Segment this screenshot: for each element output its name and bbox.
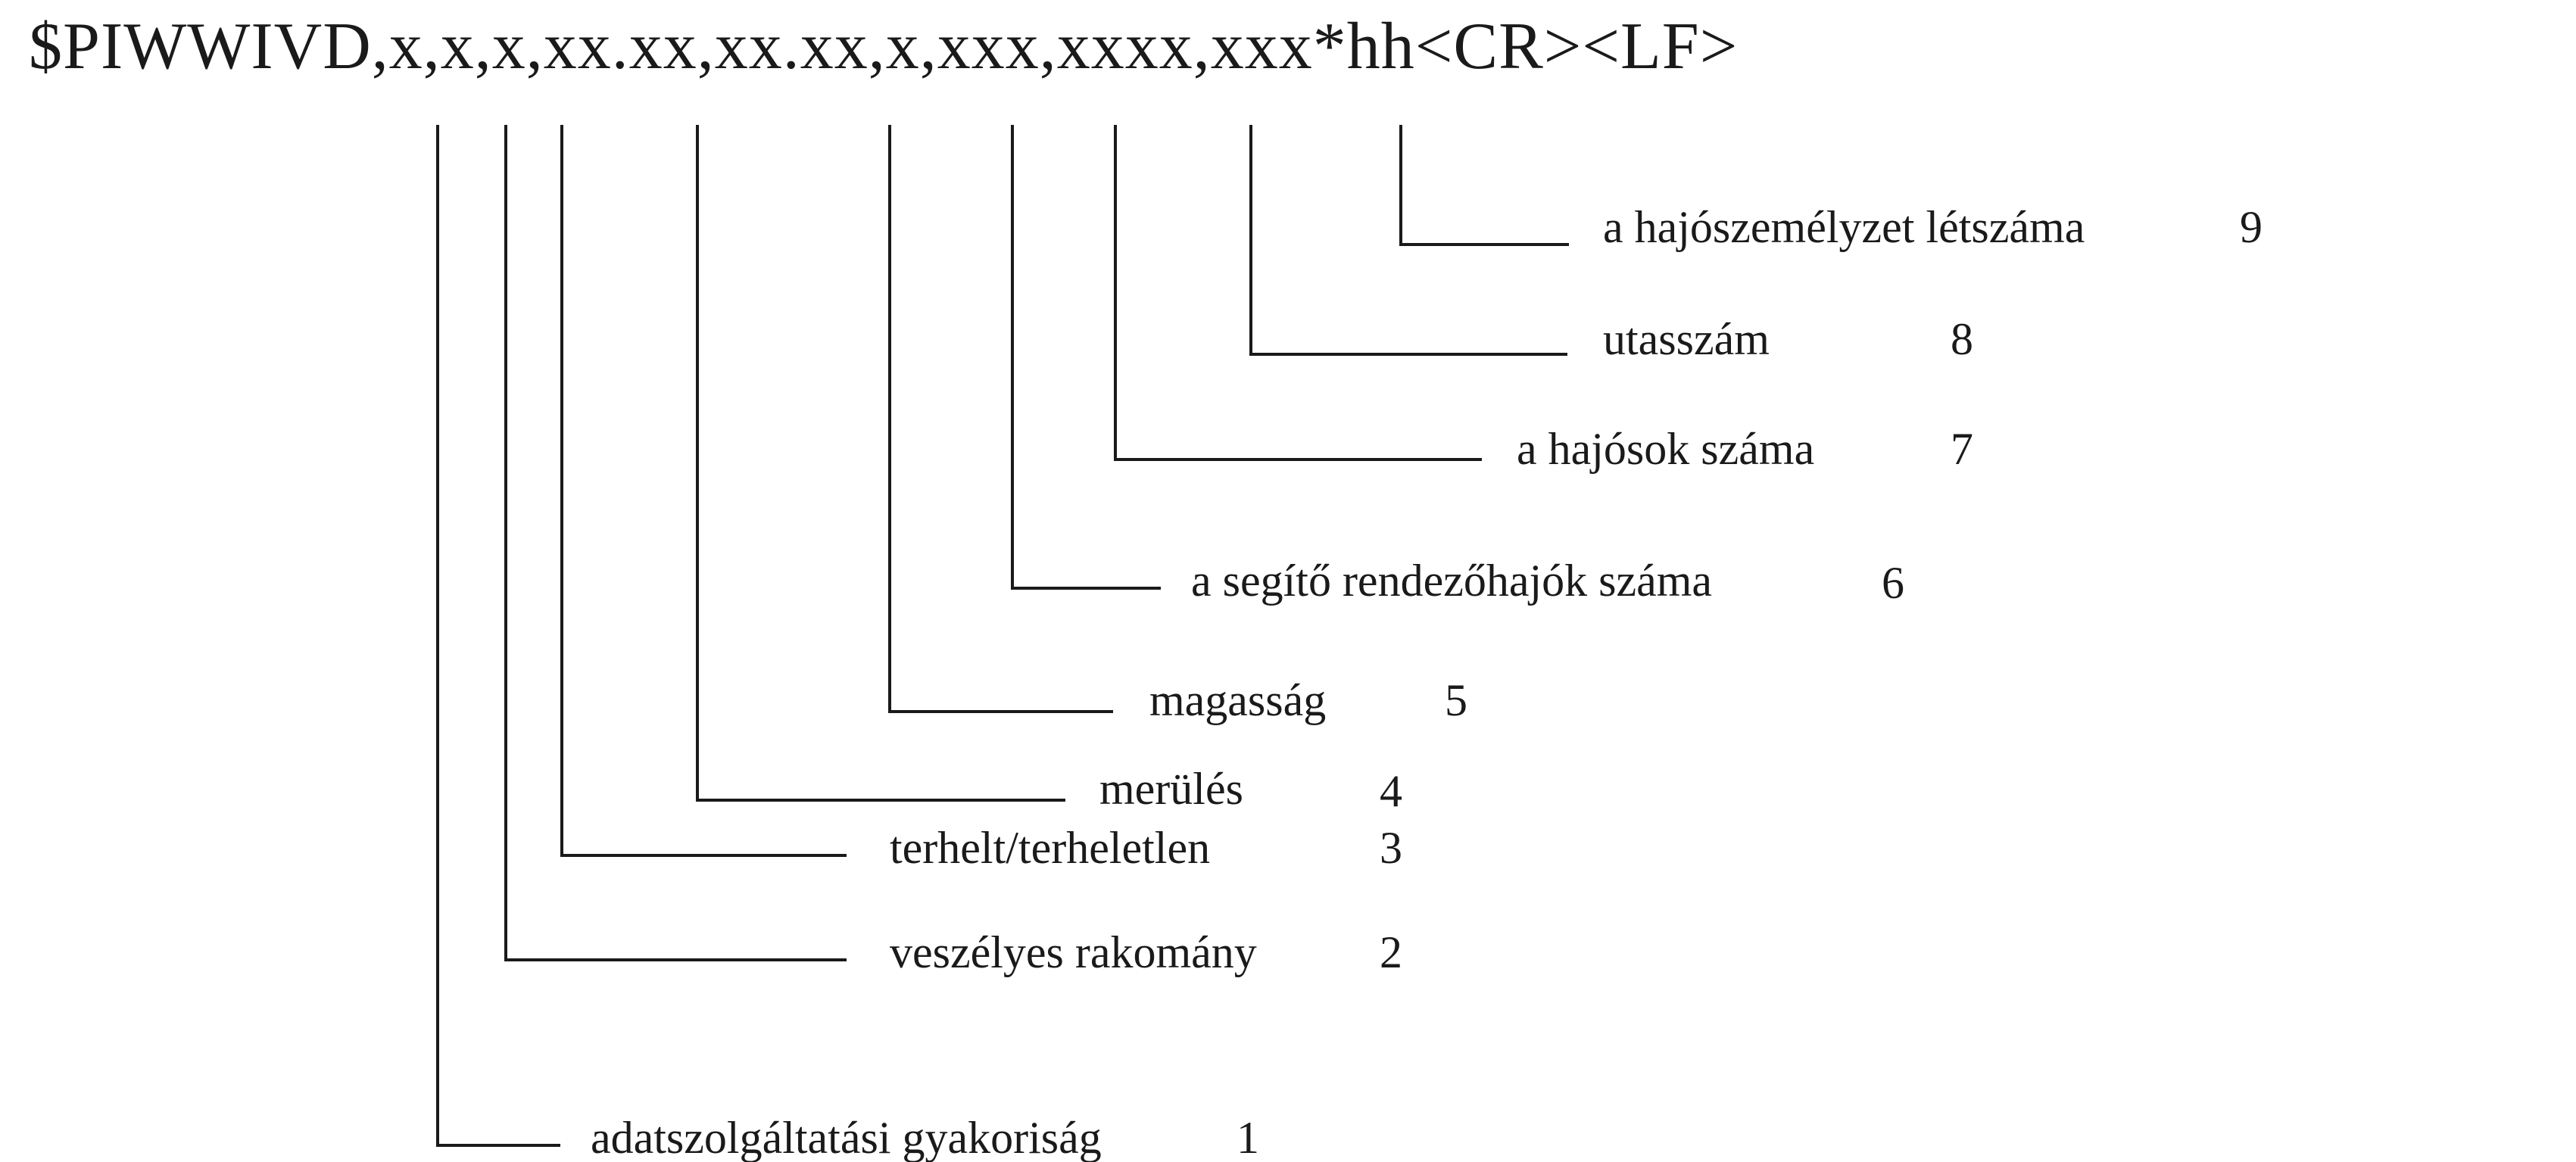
field-number-8: 8 bbox=[1951, 314, 1973, 364]
connector-line-4 bbox=[696, 125, 1065, 802]
field-number-6: 6 bbox=[1882, 558, 1904, 608]
field-label-7: a hajósok száma bbox=[1517, 424, 1815, 474]
field-label-2: veszélyes rakomány bbox=[890, 927, 1257, 977]
field-number-1: 1 bbox=[1237, 1113, 1259, 1162]
field-label-1: adatszolgáltatási gyakoriság bbox=[591, 1113, 1102, 1162]
field-number-5: 5 bbox=[1445, 675, 1467, 725]
field-number-7: 7 bbox=[1951, 424, 1973, 474]
field-label-4: merülés bbox=[1099, 764, 1243, 814]
connector-line-8 bbox=[1249, 125, 1567, 356]
field-label-8: utasszám bbox=[1603, 314, 1770, 364]
connector-line-9 bbox=[1399, 125, 1569, 246]
field-label-5: magasság bbox=[1149, 675, 1327, 725]
field-label-9: a hajószemélyzet létszáma bbox=[1603, 202, 2085, 252]
field-number-9: 9 bbox=[2240, 202, 2263, 252]
connector-line-3 bbox=[560, 125, 847, 857]
field-number-4: 4 bbox=[1380, 766, 1402, 816]
connector-line-7 bbox=[1114, 125, 1482, 461]
field-label-3: terhelt/terheletlen bbox=[890, 823, 1211, 873]
connector-line-1 bbox=[436, 125, 560, 1147]
connector-line-6 bbox=[1011, 125, 1161, 590]
connector-line-2 bbox=[504, 125, 847, 961]
sentence-format: $PIWWIVD,x,x,x,xx.xx,xx.xx,x,xxx,xxxx,xx… bbox=[29, 10, 1739, 83]
field-number-2: 2 bbox=[1380, 927, 1402, 977]
field-label-6: a segítő rendezőhajók száma bbox=[1191, 556, 1713, 606]
connector-line-5 bbox=[888, 125, 1113, 713]
field-number-3: 3 bbox=[1380, 823, 1402, 873]
